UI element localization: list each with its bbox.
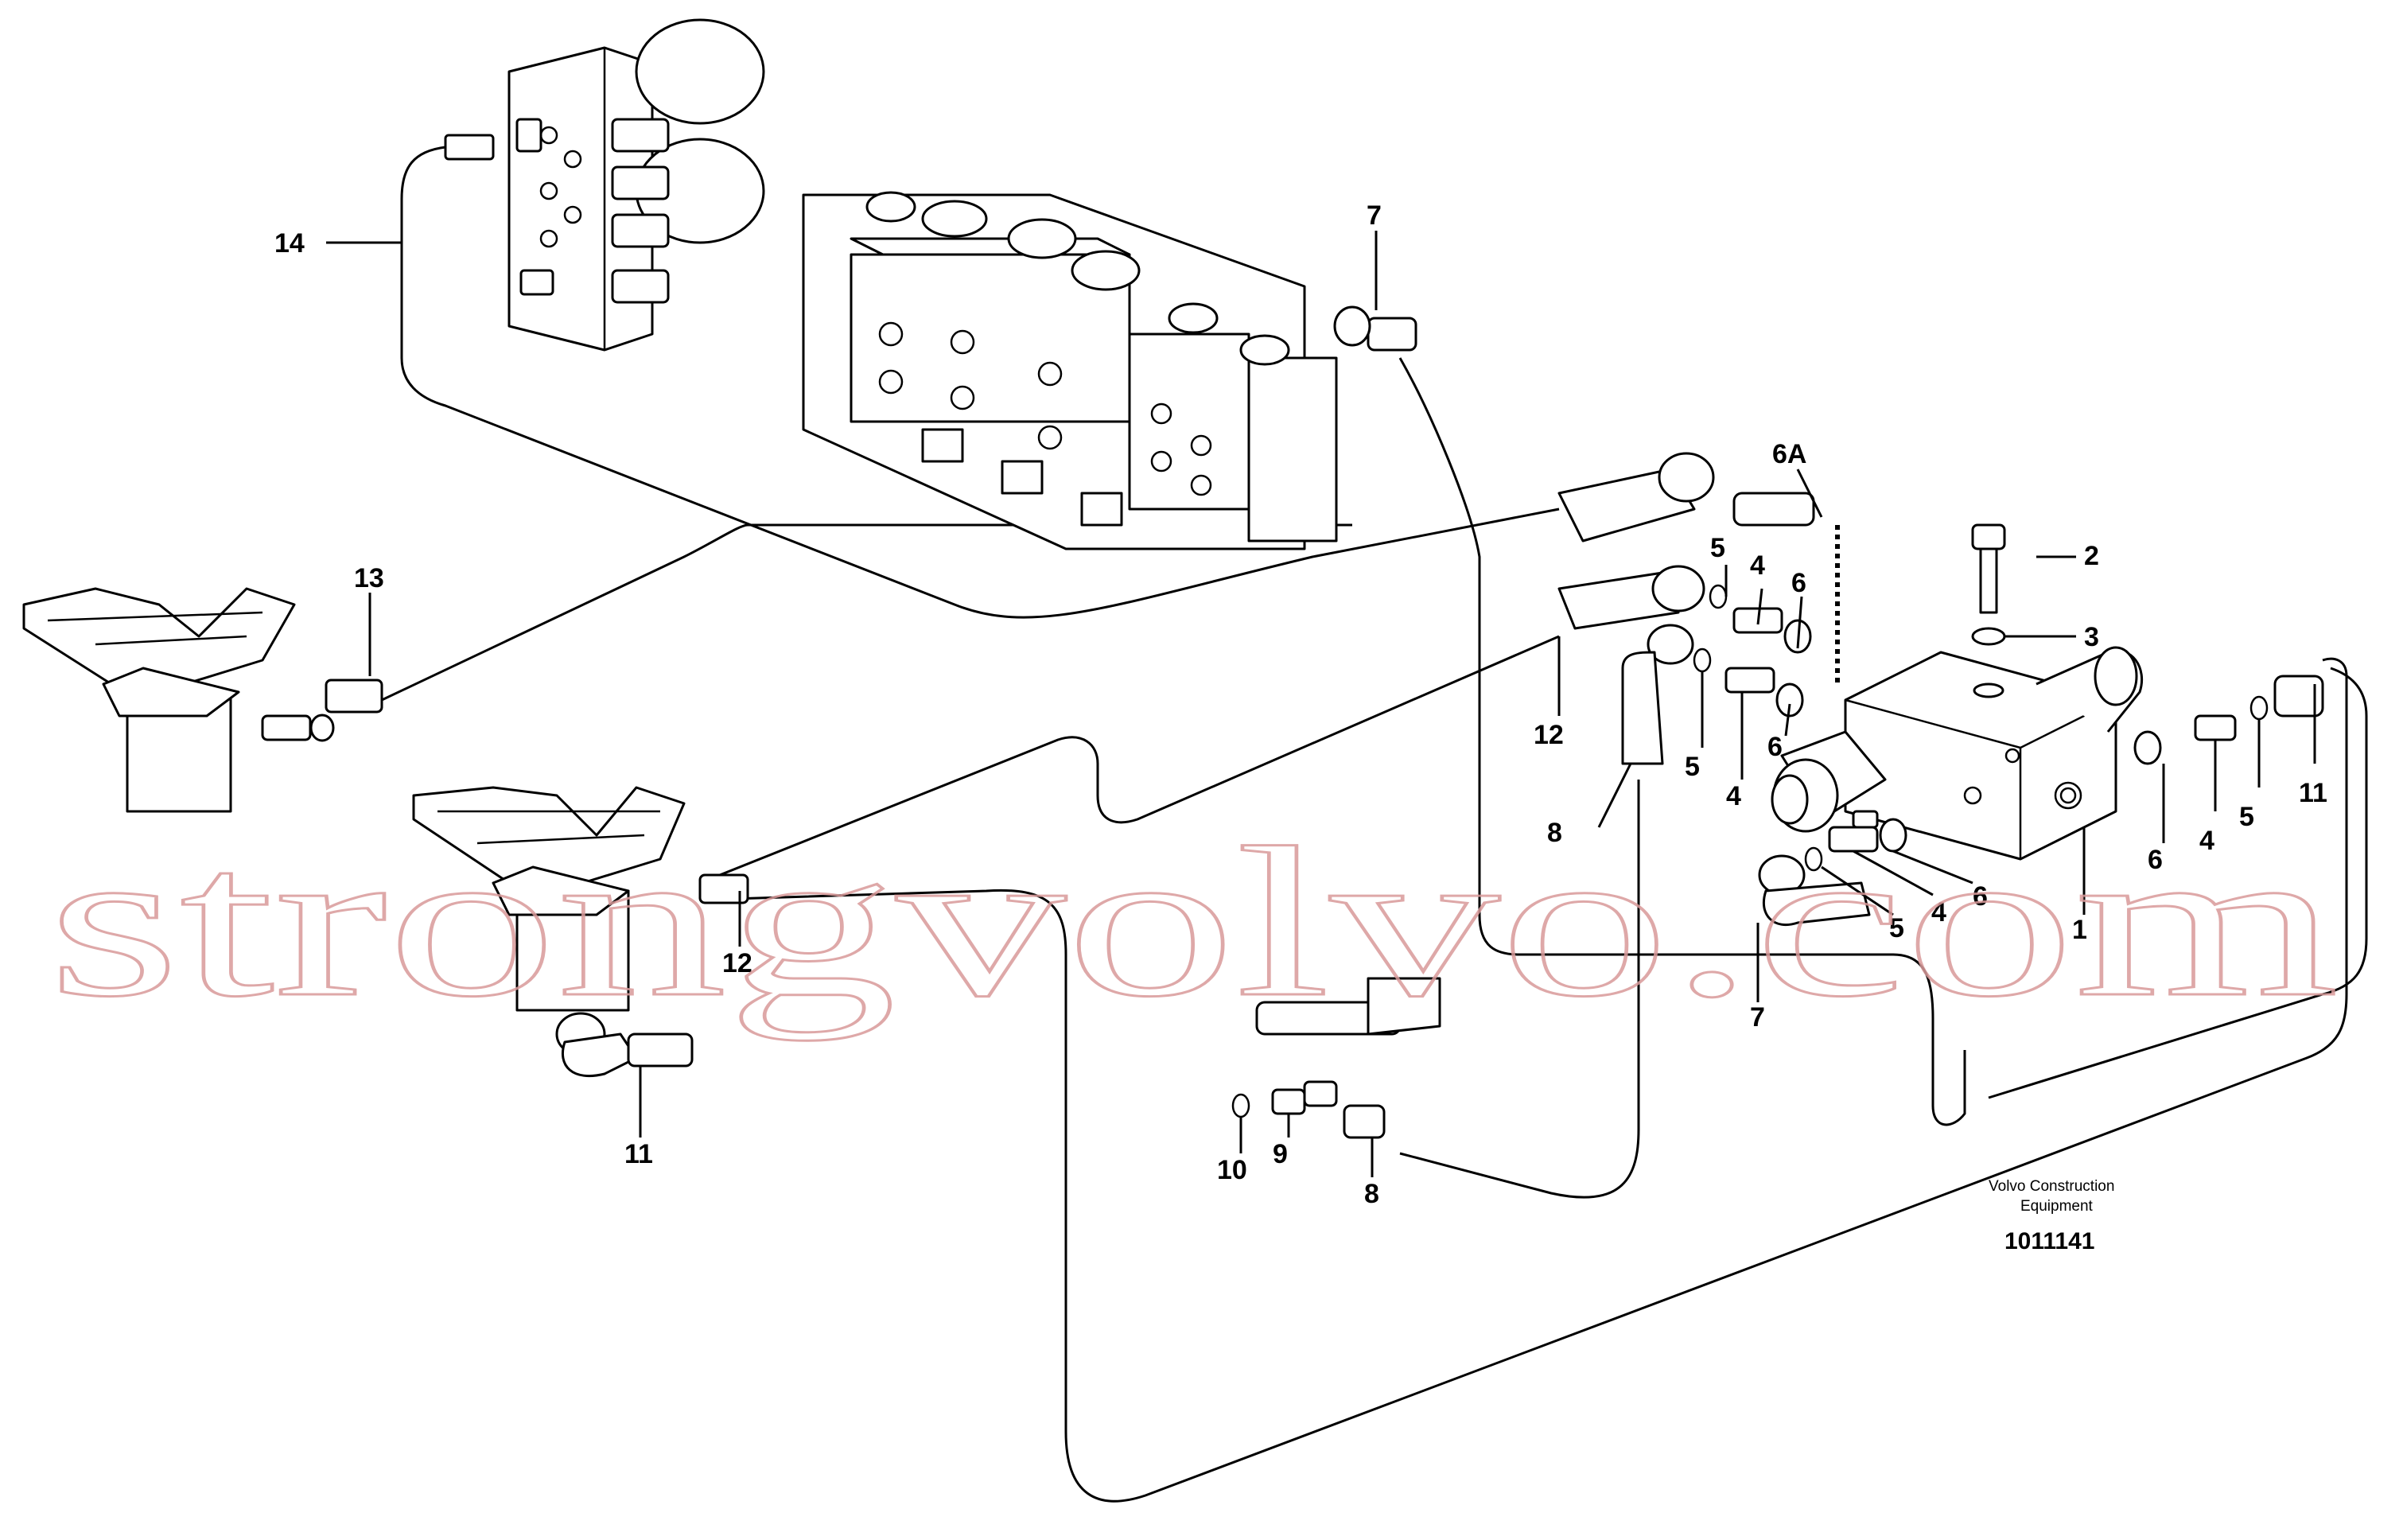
- callout-4-upper: 4: [1750, 550, 1765, 581]
- callout-4-lower: 4: [1931, 897, 1946, 928]
- callout-8-right: 8: [1547, 818, 1562, 848]
- callout-6-upper: 6: [1791, 568, 1806, 598]
- callout-5-lower: 5: [1889, 913, 1904, 943]
- callout-13: 13: [354, 563, 384, 593]
- fittings-cluster: [1231, 305, 2324, 1139]
- callout-3: 3: [2084, 622, 2099, 652]
- callout-6-mid: 6: [1767, 732, 1783, 762]
- callout-9: 9: [1273, 1139, 1288, 1169]
- callout-1: 1: [2072, 915, 2087, 945]
- main-control-valve: [802, 191, 1338, 550]
- callout-10: 10: [1217, 1155, 1247, 1185]
- callout-11-right: 11: [2299, 778, 2327, 808]
- callout-5-mid: 5: [1685, 752, 1700, 782]
- callout-5-upper: 5: [1710, 533, 1725, 563]
- callout-11-left: 11: [624, 1139, 653, 1169]
- valve-block-1: [1771, 525, 2144, 861]
- callout-6-right: 6: [2148, 845, 2163, 875]
- doc-number: 1011141: [2004, 1228, 2094, 1254]
- foot-pedal-left: [22, 587, 383, 813]
- foot-pedal-center: [412, 786, 749, 1078]
- hose-routing: [381, 146, 2368, 1503]
- credit-line-2: Equipment: [2020, 1198, 2094, 1215]
- callout-8-lower: 8: [1364, 1179, 1379, 1209]
- callout-4-mid: 4: [1726, 781, 1741, 811]
- callout-5-right: 5: [2239, 802, 2254, 832]
- drawing-credit: Volvo Construction Equipment 1011141: [1989, 1178, 2114, 1254]
- callout-6-lower: 6: [1973, 881, 1988, 912]
- callout-4-right: 4: [2199, 826, 2214, 856]
- callout-2: 2: [2084, 541, 2099, 571]
- callout-12-left: 12: [722, 948, 752, 978]
- watermark: strongvolvo.com: [48, 803, 2339, 1041]
- credit-line-1: Volvo Construction: [1989, 1178, 2114, 1195]
- callout-6A: 6A: [1772, 439, 1806, 469]
- callout-14: 14: [274, 228, 305, 259]
- callout-7-top: 7: [1367, 200, 1382, 231]
- pilot-valve-block: [444, 18, 765, 352]
- leader-lines: [326, 231, 2316, 1177]
- callout-7-lower: 7: [1750, 1002, 1765, 1032]
- callout-labels: 14 13 7 6A 2 3 5 4 6 12 6 5 4 8 1 11 5 4…: [274, 200, 2327, 1209]
- callout-12-right: 12: [1534, 720, 1564, 750]
